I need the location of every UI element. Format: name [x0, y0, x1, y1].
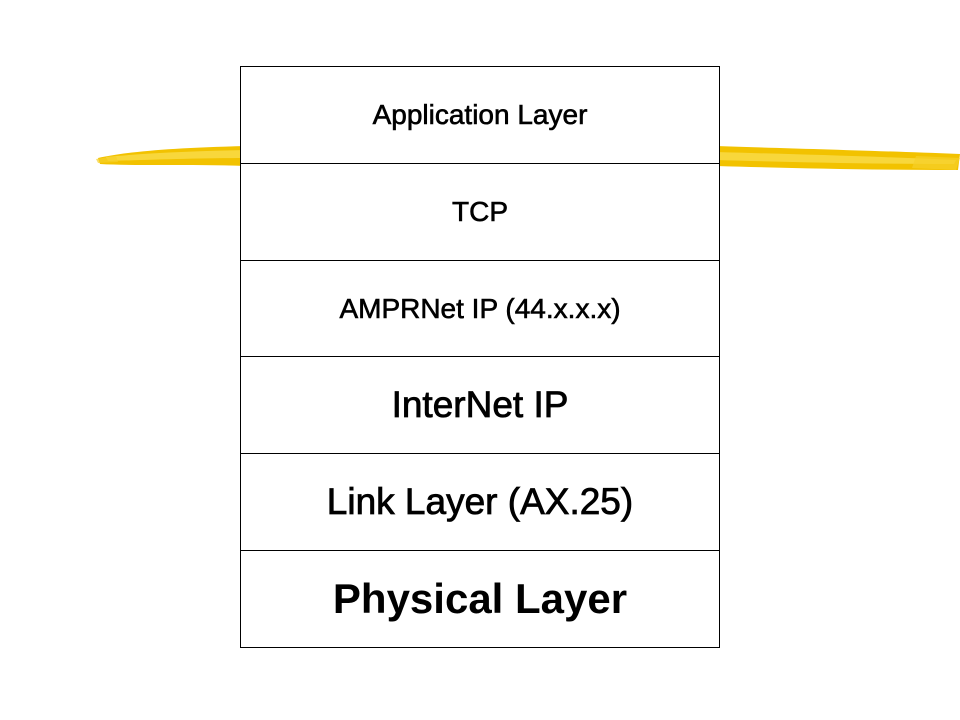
- layer-tcp: TCP: [241, 162, 719, 260]
- layer-internet-ip: InterNet IP: [241, 356, 719, 453]
- layer-label: TCP: [452, 195, 509, 227]
- layer-amprnet-ip: AMPRNet IP (44.x.x.x): [241, 259, 719, 357]
- layer-label: Physical Layer: [332, 575, 628, 623]
- layer-physical: Physical Layer: [241, 550, 719, 647]
- highlighter-stroke-right-icon: [716, 146, 960, 170]
- layer-label: InterNet IP: [391, 384, 569, 426]
- layer-link: Link Layer (AX.25): [241, 453, 719, 550]
- layer-label: Application Layer: [372, 98, 588, 131]
- layer-label: AMPRNet IP (44.x.x.x): [339, 292, 621, 324]
- highlighter-stroke-left-icon: [96, 146, 246, 166]
- layer-label: Link Layer (AX.25): [326, 481, 634, 523]
- protocol-stack: Application Layer TCP AMPRNet IP (44.x.x…: [240, 66, 720, 648]
- layer-application: Application Layer: [241, 67, 719, 163]
